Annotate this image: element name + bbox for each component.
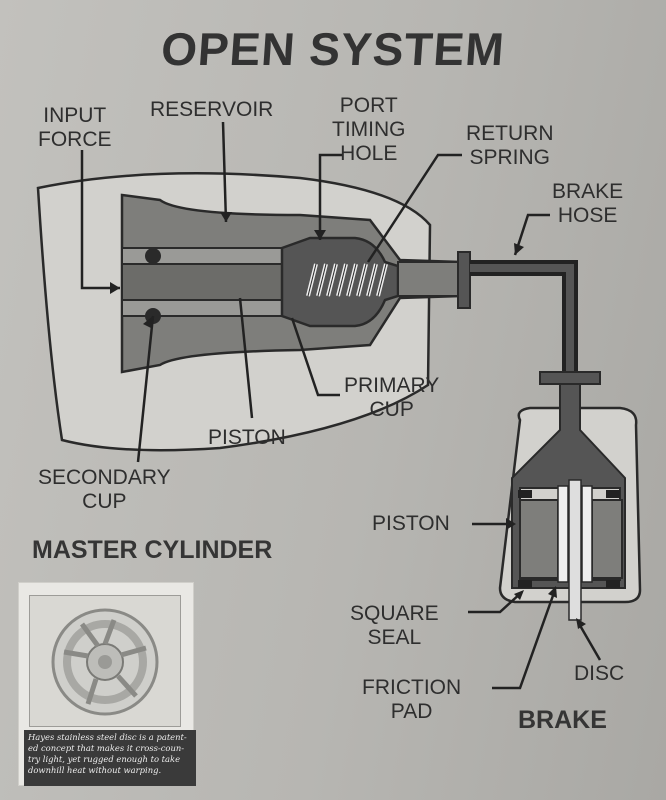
leader-input-force (80, 150, 120, 290)
hose-fitting (457, 251, 471, 309)
leader-secondary-cup (136, 315, 155, 463)
leader-return-spring (366, 153, 462, 263)
label-input-force: INPUT FORCE (38, 104, 112, 151)
label-friction-pad: FRICTION PAD (362, 676, 462, 723)
disc-photo-image (29, 595, 181, 727)
brake-piston-right (591, 499, 623, 579)
friction-pad-right (581, 485, 593, 583)
label-square-seal: SQUARE SEAL (350, 602, 439, 649)
square-seal-right (606, 580, 620, 588)
leader-primary-cup (290, 317, 340, 397)
label-reservoir: RESERVOIR (150, 98, 274, 121)
leader-port-hole (318, 153, 342, 240)
secondary-cup-top (145, 248, 161, 264)
brake-hose (470, 260, 578, 382)
leader-reservoir (221, 121, 228, 223)
caliper-fitting (539, 371, 601, 385)
label-disc: DISC (574, 662, 625, 685)
label-secondary-cup: SECONDARY CUP (38, 466, 171, 513)
brake-disc (568, 479, 582, 621)
brake-disc-icon (51, 608, 159, 716)
square-seal-top-right (606, 490, 620, 498)
photo-caption: Hayes stainless steel disc is a patent-e… (24, 730, 196, 786)
label-brake: BRAKE (518, 706, 607, 734)
label-return-spring: RETURN SPRING (466, 122, 554, 169)
leader-piston-master (238, 297, 254, 419)
leader-disc (576, 621, 602, 661)
label-primary-cup: PRIMARY CUP (344, 374, 440, 421)
leader-brake-hose (513, 213, 550, 256)
label-piston-master: PISTON (208, 426, 286, 449)
label-master-cylinder: MASTER CYLINDER (32, 536, 273, 564)
outlet-port (397, 261, 463, 297)
piston-rod (121, 263, 293, 301)
friction-pad-left (557, 485, 569, 583)
square-seal-top-left (518, 490, 532, 498)
leader-square-seal (468, 591, 523, 614)
square-seal-left (518, 580, 532, 588)
label-piston-brake: PISTON (372, 512, 450, 535)
label-port-timing-hole: PORT TIMING HOLE (332, 94, 406, 165)
label-brake-hose: BRAKE HOSE (552, 180, 624, 227)
brake-piston-left (519, 499, 559, 579)
leader-friction-pad (492, 589, 557, 690)
